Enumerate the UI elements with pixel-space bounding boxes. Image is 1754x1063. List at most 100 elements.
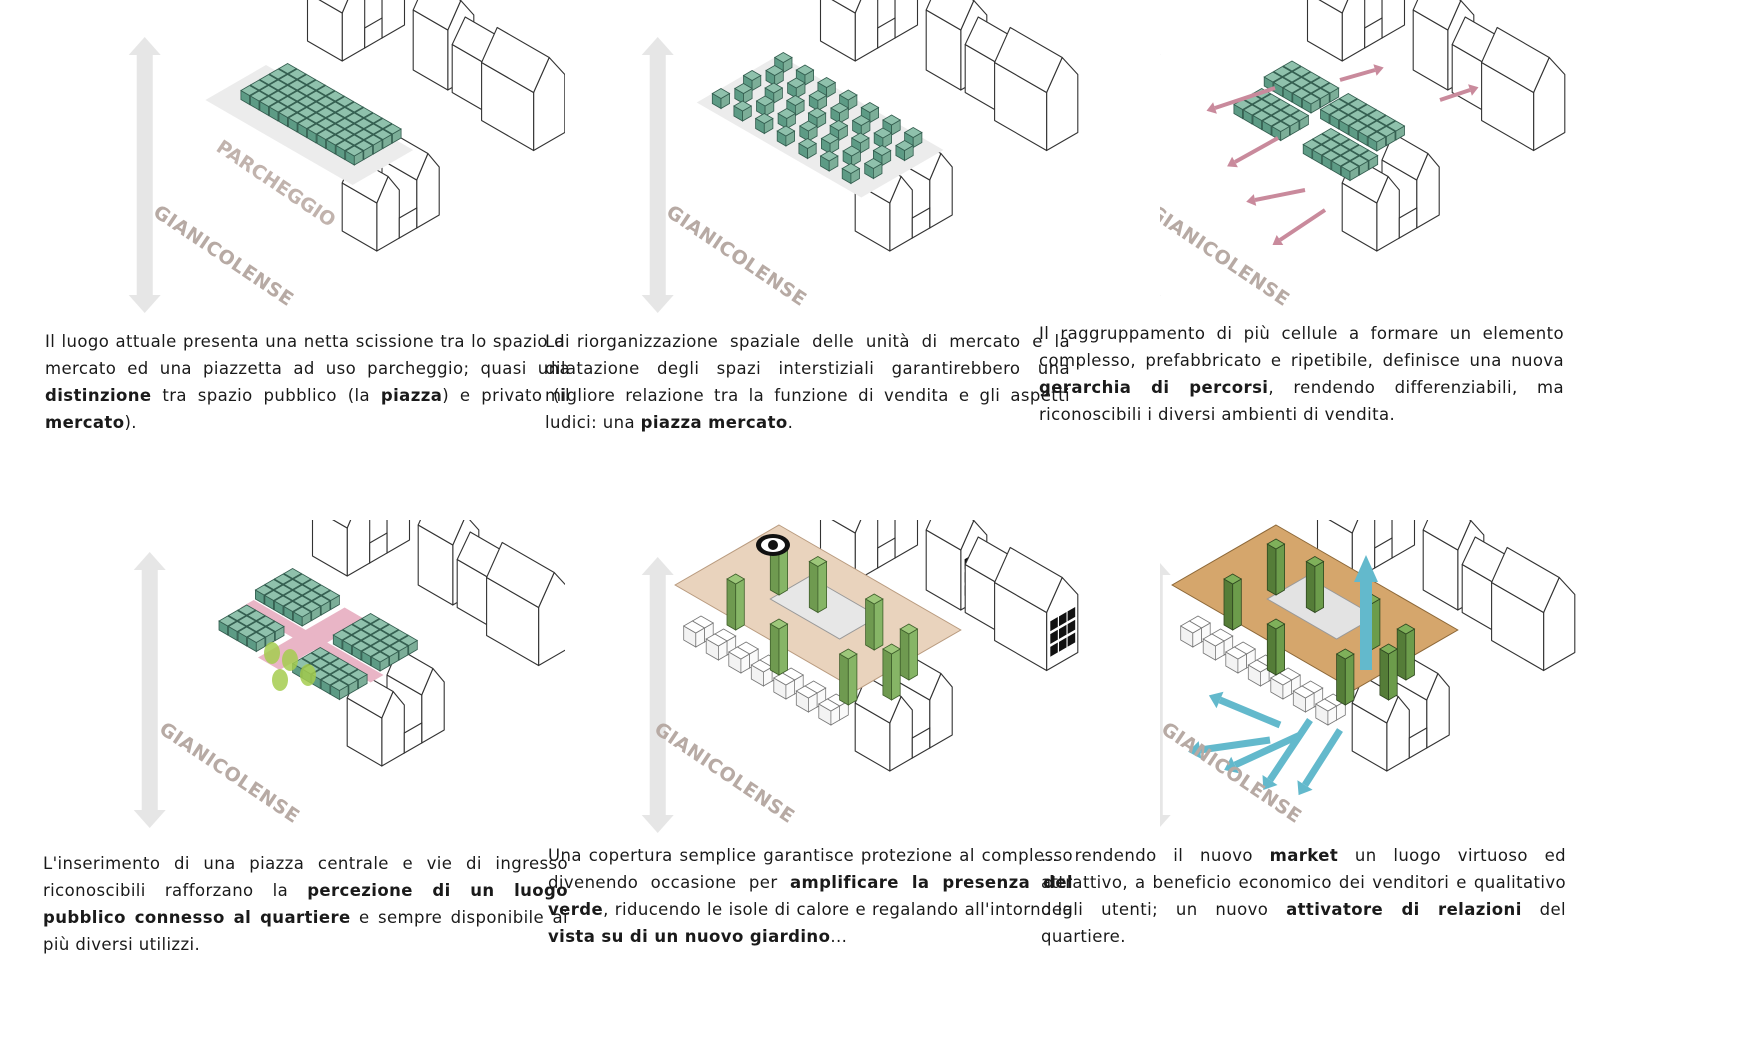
market-unit <box>1247 659 1270 687</box>
street-label: GIANICOLENSE <box>155 718 303 828</box>
street-label: GIANICOLENSE <box>1160 718 1306 828</box>
route-arrow <box>1254 188 1306 202</box>
street-arrow <box>641 557 674 833</box>
buildings <box>819 0 1079 252</box>
flow-arrowhead <box>1262 775 1278 790</box>
building <box>311 520 371 577</box>
tree <box>264 642 280 664</box>
street-label: GIANICOLENSE <box>650 718 798 828</box>
green-planter <box>864 593 884 651</box>
street-label: GIANICOLENSE <box>1160 201 1294 311</box>
market-unit <box>830 102 850 124</box>
green-planter <box>1223 573 1243 631</box>
green-planter <box>1266 618 1286 676</box>
market-unit <box>842 145 862 167</box>
building-link <box>1408 727 1428 759</box>
green-planter <box>726 573 746 631</box>
market-unit <box>292 606 312 627</box>
street-arrowhead-start <box>128 37 161 55</box>
market-unit <box>711 88 731 110</box>
buildings <box>819 520 1079 772</box>
building-link <box>877 537 896 569</box>
market-unit <box>776 125 796 147</box>
market-unit <box>329 680 349 701</box>
eye-icon <box>756 534 790 556</box>
building-link <box>1398 207 1418 239</box>
market-unit <box>882 114 901 136</box>
market-unit <box>798 138 817 160</box>
market-unit <box>1179 620 1203 648</box>
panel-6: GIANICOLENSE ... rendendo il nuovo marke… <box>1041 520 1685 1040</box>
building-link <box>1364 17 1383 49</box>
panel-3: GIANICOLENSE Il raggruppamento di più ce… <box>1039 0 1685 520</box>
route-arrows <box>1206 64 1479 245</box>
buildings <box>1316 520 1576 772</box>
green-planter <box>1396 623 1416 681</box>
market-unit <box>1292 685 1315 713</box>
green-roof-canopy <box>674 524 962 726</box>
market-unit <box>820 133 840 155</box>
route-arrow <box>1214 86 1276 110</box>
street-arrowhead-start <box>641 37 674 55</box>
caption-6: ... rendendo il nuovo market un luogo vi… <box>1041 846 1566 946</box>
route-arrowhead <box>1246 194 1257 206</box>
buildings <box>306 0 565 252</box>
market-unit <box>1270 672 1293 700</box>
street-arrowhead-end <box>133 810 166 828</box>
market-unit <box>786 77 806 99</box>
building <box>854 675 913 772</box>
caption-1: Il luogo attuale presenta una netta scis… <box>45 332 570 432</box>
panel-4: GIANICOLENSE L'inserimento di una piazza… <box>40 520 568 1040</box>
market-units <box>205 63 414 185</box>
diagram-central-piazza: GIANICOLENSE <box>133 520 565 828</box>
market-unit <box>1314 698 1338 726</box>
green-planter <box>769 618 789 676</box>
market-unit <box>841 163 861 185</box>
route-arrow <box>1339 68 1376 82</box>
market-unit <box>344 145 364 166</box>
building-link <box>877 17 896 49</box>
green-planter <box>899 623 919 681</box>
flow-arrow <box>1218 696 1282 729</box>
street-arrowhead-start <box>641 557 674 575</box>
building-link <box>403 722 423 754</box>
market-unit <box>795 685 818 713</box>
building-link <box>1374 537 1393 569</box>
green-planter <box>808 556 828 614</box>
market-unit <box>764 82 784 104</box>
market-unit <box>819 150 839 172</box>
building-link <box>911 727 931 759</box>
market-unit <box>1225 646 1248 674</box>
market-unit <box>1202 633 1225 661</box>
green-planter <box>1379 643 1398 701</box>
pink-path <box>240 600 384 683</box>
flow-arrow <box>1267 718 1313 782</box>
market-unit <box>246 632 266 653</box>
market-units <box>1233 60 1406 182</box>
green-planter <box>1335 648 1355 706</box>
building <box>1491 546 1576 672</box>
caption-3: Il raggruppamento di più cellule a forma… <box>1039 324 1564 424</box>
street-arrowhead-start <box>1160 54 1161 55</box>
market-unit <box>786 95 805 117</box>
buildings <box>1306 0 1566 252</box>
market-unit <box>742 70 762 92</box>
diagram-current-state: PARCHEGGIO GIANICOLENSE <box>128 0 565 313</box>
route-arrowhead <box>1272 235 1284 245</box>
route-arrow <box>1439 88 1471 102</box>
street-arrow <box>641 37 674 313</box>
trees <box>264 642 316 691</box>
building <box>486 541 565 667</box>
green-planter <box>1305 556 1325 614</box>
caption-5: Una copertura semplice garantisce protez… <box>548 846 1073 946</box>
market-unit <box>370 651 390 672</box>
flow-arrowhead <box>1208 691 1224 709</box>
market-unit <box>682 620 706 648</box>
building <box>481 26 565 152</box>
building-link <box>369 532 388 564</box>
market-unit <box>817 698 841 726</box>
market-unit <box>750 659 773 687</box>
market-unit <box>773 52 793 74</box>
market-unit <box>851 115 871 137</box>
flow-arrowhead <box>1188 741 1202 759</box>
